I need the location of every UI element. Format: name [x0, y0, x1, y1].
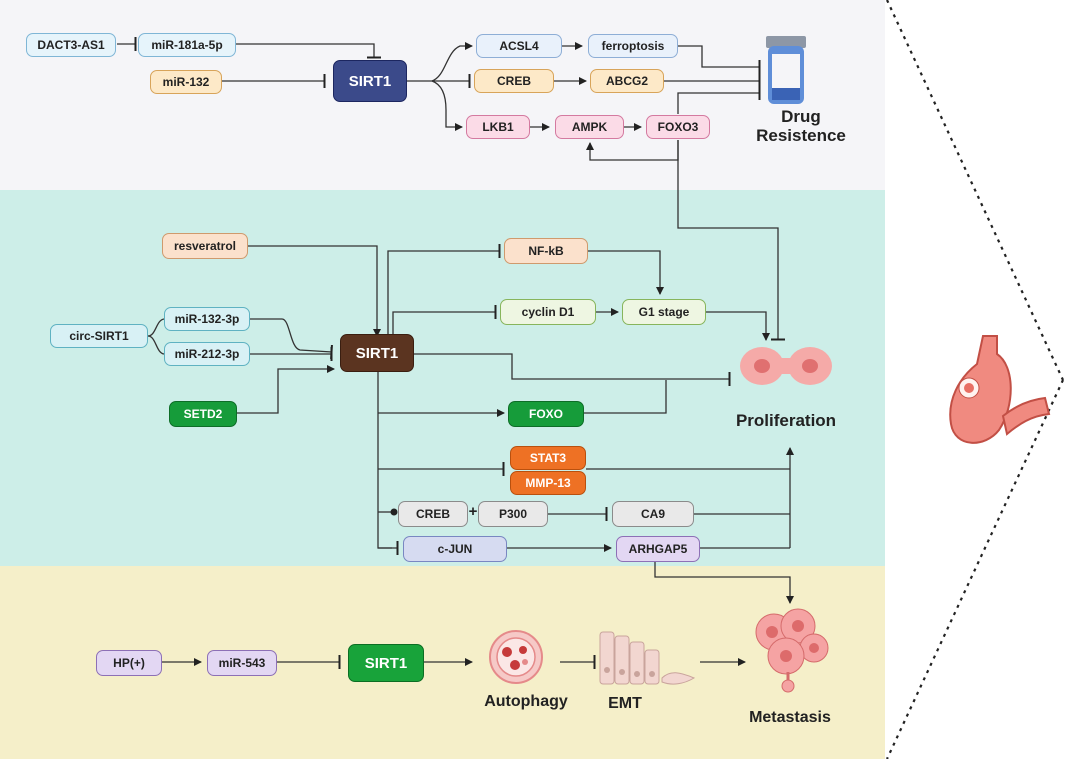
sirt1-middle-node: SIRT1: [340, 334, 414, 372]
c-jun-node: c-JUN: [403, 536, 507, 562]
tumor-cluster-icon: [755, 608, 829, 693]
foxo-node: FOXO: [508, 401, 584, 427]
divider-line-lower: [886, 379, 1064, 759]
lkb1-node: LKB1: [466, 115, 530, 139]
pill-bottle-icon: [766, 36, 806, 104]
arhgap5-node: ARHGAP5: [616, 536, 700, 562]
dividing-cell-icon: [740, 347, 832, 385]
mmp-13-node: MMP-13: [510, 471, 586, 495]
hp-positive-node: HP(+): [96, 650, 162, 676]
mir-132-3p-node: miR-132-3p: [164, 307, 250, 331]
mir-543-node: miR-543: [207, 650, 277, 676]
metastasis-label: Metastasis: [749, 709, 831, 726]
emt-label: EMT: [608, 695, 642, 712]
ferroptosis-node: ferroptosis: [588, 34, 678, 58]
setd2-node: SETD2: [169, 401, 237, 427]
mir-212-3p-node: miR-212-3p: [164, 342, 250, 366]
creb-top-node: CREB: [474, 69, 554, 93]
circ-sirt1-node: circ-SIRT1: [50, 324, 148, 348]
drug-label-line1: Drug: [781, 107, 821, 126]
drug-resistance-panel: [0, 0, 885, 190]
acsl4-node: ACSL4: [476, 34, 562, 58]
drug-resistance-label: Drug Resistence: [755, 107, 847, 145]
drug-label-line2: Resistence: [756, 126, 846, 145]
mir-181a-5p-node: miR-181a-5p: [138, 33, 236, 57]
g1-stage-node: G1 stage: [622, 299, 706, 325]
foxo3-node: FOXO3: [646, 115, 710, 139]
mir-132-node: miR-132: [150, 70, 222, 94]
abcg2-node: ABCG2: [590, 69, 664, 93]
cyclin-d1-node: cyclin D1: [500, 299, 596, 325]
plus-sign: +: [468, 503, 478, 520]
nf-kb-node: NF-kB: [504, 238, 588, 264]
ca9-node: CA9: [612, 501, 694, 527]
sirt1-bottom-node: SIRT1: [348, 644, 424, 682]
creb-middle-node: CREB: [398, 501, 468, 527]
resveratrol-node: resveratrol: [162, 233, 248, 259]
divider-line-upper: [886, 0, 1064, 381]
epithelium-icon: [599, 631, 696, 685]
p300-node: P300: [478, 501, 548, 527]
ampk-node: AMPK: [555, 115, 624, 139]
proliferation-label: Proliferation: [735, 411, 837, 430]
sirt1-top-node: SIRT1: [333, 60, 407, 102]
dact3-as1-node: DACT3-AS1: [26, 33, 116, 57]
autophagy-cell-icon: [489, 630, 543, 684]
autophagy-label: Autophagy: [484, 693, 568, 710]
stat3-node: STAT3: [510, 446, 586, 470]
stomach-icon: [949, 335, 1051, 444]
